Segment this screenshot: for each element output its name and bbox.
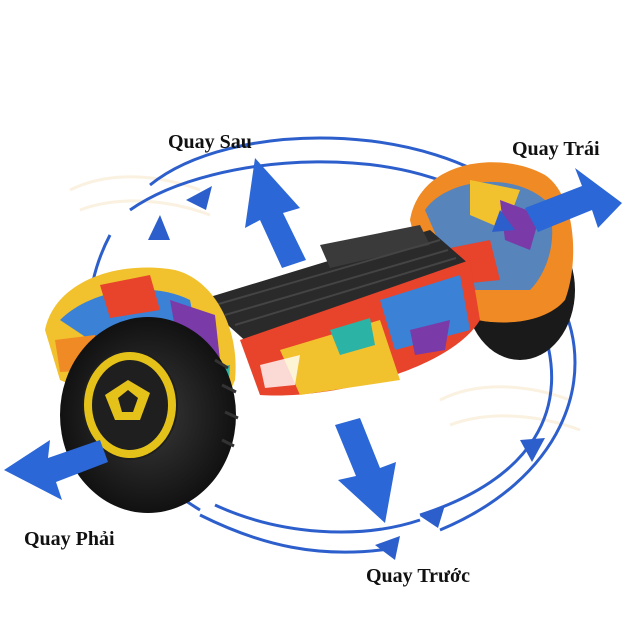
rotation-ring-front <box>214 503 421 534</box>
arrow-left-turn-icon <box>525 168 622 232</box>
faint-watermark-icon <box>69 175 581 432</box>
label-rotate-forward: Quay Trước <box>366 565 471 587</box>
label-rotate-left: Quay Trái <box>512 138 600 160</box>
label-rotate-right: Quay Phải <box>24 528 115 550</box>
arrow-right-turn-icon <box>4 440 108 500</box>
label-rotate-back: Quay Sau <box>168 131 252 153</box>
arrow-forward-icon <box>335 418 396 523</box>
hoverboard-icon <box>45 162 575 513</box>
block-arrow-icon <box>4 158 622 523</box>
curved-arrow-icon <box>148 186 545 560</box>
arrow-back-icon <box>245 158 306 268</box>
